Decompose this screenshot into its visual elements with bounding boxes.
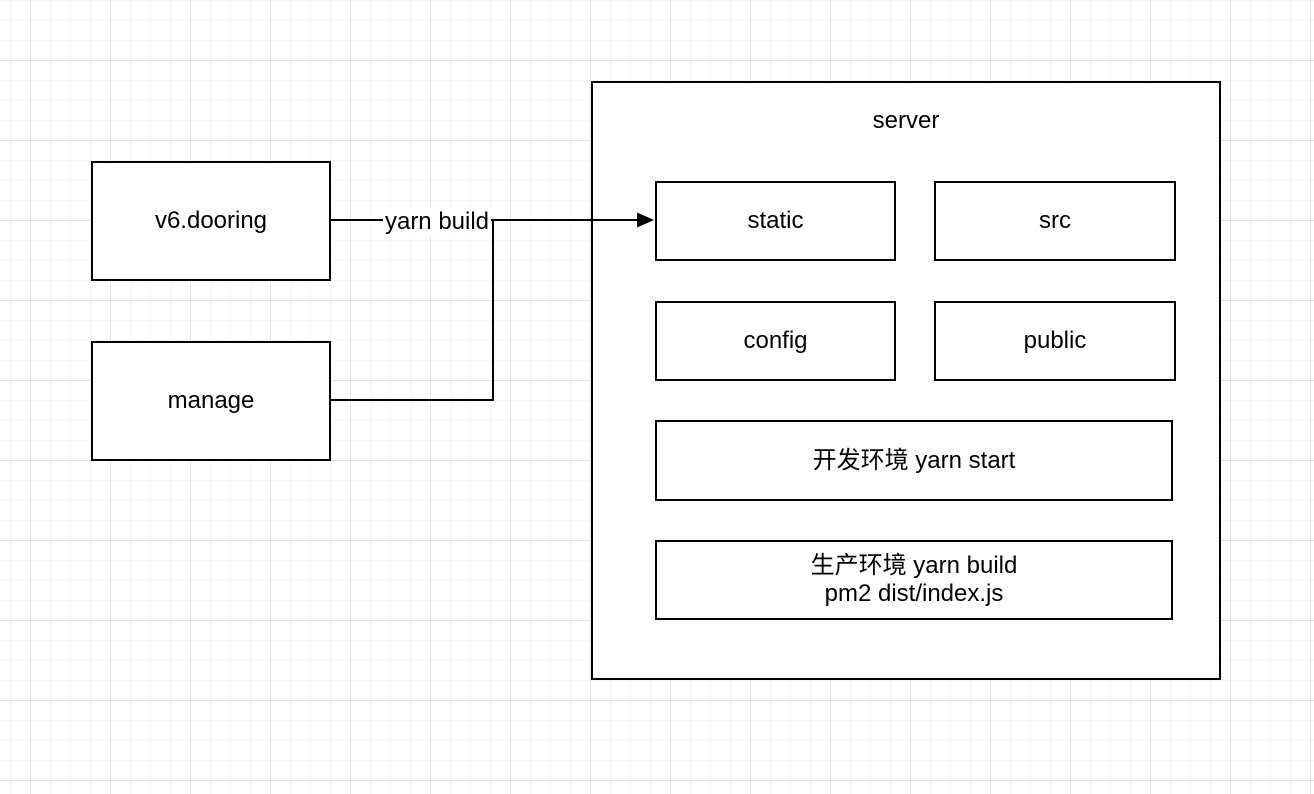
node-manage[interactable]: manage <box>91 341 331 461</box>
node-manage-label: manage <box>167 387 255 414</box>
node-static-label: static <box>747 207 804 234</box>
node-config[interactable]: config <box>655 301 896 381</box>
node-src-label: src <box>1039 207 1071 234</box>
node-src[interactable]: src <box>934 181 1176 261</box>
node-static[interactable]: static <box>655 181 896 261</box>
node-public[interactable]: public <box>934 301 1176 381</box>
node-dev-env[interactable]: 开发环境 yarn start <box>655 420 1173 501</box>
node-server-label: server <box>872 107 940 134</box>
node-prod-env-label-line2: pm2 dist/index.js <box>824 580 1004 607</box>
edge-manage-to-static[interactable] <box>331 219 494 401</box>
edge-label-yarn-build[interactable]: yarn build <box>382 208 492 236</box>
node-prod-env-label-line1: 生产环境 yarn build <box>810 552 1018 579</box>
node-public-label: public <box>1023 327 1087 354</box>
node-config-label: config <box>743 327 808 354</box>
node-dev-env-label: 开发环境 yarn start <box>812 446 1016 474</box>
node-v6dooring[interactable]: v6.dooring <box>91 161 331 281</box>
node-v6dooring-label: v6.dooring <box>154 207 268 234</box>
node-prod-env[interactable]: 生产环境 yarn build pm2 dist/index.js <box>655 540 1173 620</box>
